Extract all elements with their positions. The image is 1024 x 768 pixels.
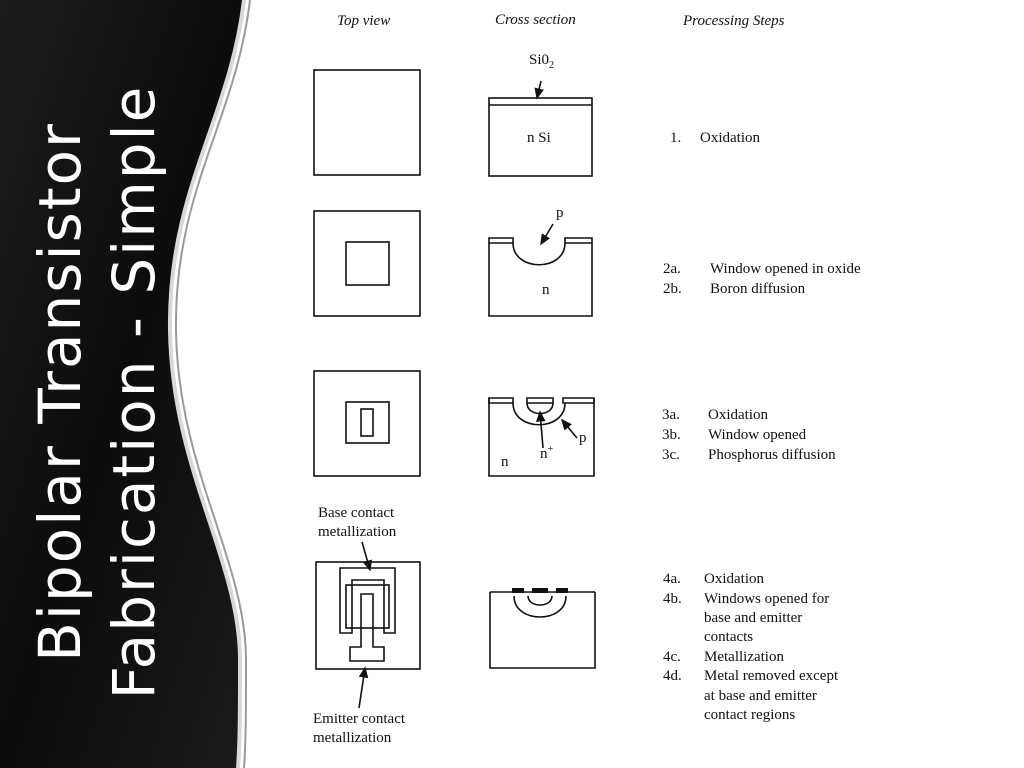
- step-number: 4c.: [663, 649, 681, 665]
- step-text: Oxidation: [704, 571, 764, 587]
- label-p-2: p: [579, 430, 587, 446]
- step-number: 1.: [670, 130, 682, 146]
- label-n-plus: n+: [540, 444, 554, 462]
- step-number: 2a.: [663, 261, 681, 277]
- step-text: Metal removed except: [704, 668, 839, 684]
- top-view-step4: [315, 561, 421, 670]
- step-text: Oxidation: [700, 130, 760, 146]
- step-number: 4a.: [663, 571, 681, 587]
- title-sidebar: Bipolar Transistor Fabrication - Simple: [0, 0, 260, 768]
- header-processing-steps: Processing Steps: [683, 13, 785, 29]
- top-view-step2: [313, 210, 421, 317]
- step-text: contact regions: [704, 707, 796, 723]
- step-number: 3c.: [662, 447, 680, 463]
- label-emitter-contact-2: metallization: [313, 730, 392, 746]
- step-text: Windows opened for: [704, 591, 830, 607]
- cross-section-step4: [489, 591, 596, 669]
- label-p: p: [556, 205, 564, 221]
- step-text: Boron diffusion: [710, 281, 806, 297]
- header-top-view: Top view: [337, 13, 391, 29]
- step-text: Window opened in oxide: [710, 261, 861, 277]
- step-text: Oxidation: [708, 407, 768, 423]
- label-emitter-contact-1: Emitter contact: [313, 711, 406, 727]
- top-view-step3: [313, 370, 421, 477]
- metal-contacts: [512, 588, 568, 593]
- p-arrow-2: [560, 418, 578, 439]
- label-base-contact-2: metallization: [318, 524, 397, 540]
- header-cross-section: Cross section: [495, 12, 576, 28]
- step-text: Metallization: [704, 649, 784, 665]
- label-n-si: n Si: [527, 130, 551, 146]
- step-text: contacts: [704, 629, 754, 645]
- step-text: Phosphorus diffusion: [708, 447, 836, 463]
- step-number: 4b.: [663, 591, 682, 607]
- base-contact-arrow: [361, 541, 372, 572]
- step-number: 2b.: [663, 281, 682, 297]
- p-arrow: [540, 223, 554, 246]
- top-view-step1: [313, 69, 421, 176]
- nplus-arrow: [536, 410, 546, 449]
- label-sio2: Si02: [529, 52, 555, 71]
- sidebar-background: [0, 0, 251, 768]
- step-text: Window opened: [708, 427, 807, 443]
- label-base-contact-1: Base contact: [318, 505, 395, 521]
- cross-section-step2: [488, 237, 593, 317]
- cross-section-step3: [488, 397, 595, 477]
- step-number: 4d.: [663, 668, 682, 684]
- step-text: base and emitter: [704, 610, 803, 626]
- label-n-2: n: [501, 454, 509, 470]
- step-number: 3b.: [662, 427, 681, 443]
- emitter-contact-arrow: [358, 666, 369, 709]
- sio2-arrow: [534, 80, 544, 100]
- label-n: n: [542, 282, 550, 298]
- step-number: 3a.: [662, 407, 680, 423]
- step-text: at base and emitter: [704, 688, 817, 704]
